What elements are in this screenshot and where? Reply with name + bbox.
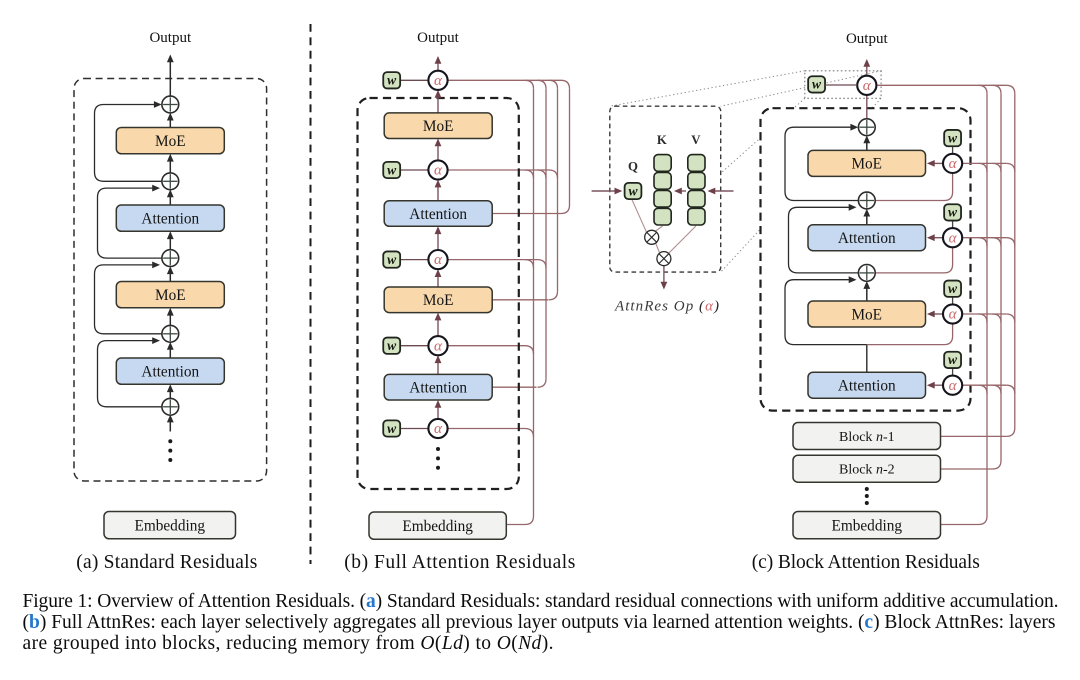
svg-text:α: α — [434, 72, 443, 89]
svg-text:α: α — [434, 162, 443, 179]
svg-text:w: w — [948, 205, 958, 220]
svg-text:MoE: MoE — [423, 118, 454, 135]
svg-text:α: α — [863, 77, 872, 94]
svg-text:Embedding: Embedding — [402, 518, 473, 535]
svg-text:K: K — [657, 133, 667, 147]
svg-text:w: w — [628, 183, 638, 198]
svg-text:Q: Q — [628, 160, 638, 174]
svg-text:Attention: Attention — [838, 377, 896, 394]
svg-text:are grouped into blocks, reduc: are grouped into blocks, reducing memory… — [23, 633, 554, 654]
svg-text:Attention: Attention — [409, 206, 467, 223]
svg-text:α: α — [434, 251, 443, 268]
svg-text:w: w — [948, 130, 958, 145]
svg-text:V: V — [691, 133, 701, 147]
svg-text:(b) Full Attention Residuals: (b) Full Attention Residuals — [344, 552, 575, 573]
svg-text:Output: Output — [149, 30, 192, 46]
svg-text:Output: Output — [846, 31, 889, 47]
svg-text:Attention: Attention — [838, 230, 896, 247]
svg-text:w: w — [812, 77, 822, 92]
svg-text:AttnRes Op (α): AttnRes Op (α) — [614, 299, 719, 315]
svg-text:w: w — [948, 352, 958, 367]
svg-text:α: α — [434, 337, 443, 354]
svg-text:(a) Standard Residuals: (a) Standard Residuals — [76, 552, 257, 573]
svg-text:w: w — [387, 338, 397, 353]
svg-text:MoE: MoE — [851, 306, 882, 323]
svg-text:Attention: Attention — [141, 210, 199, 227]
svg-text:Figure 1: Overview of Attentio: Figure 1: Overview of Attention Residual… — [23, 591, 1059, 612]
svg-text:w: w — [948, 281, 958, 296]
svg-text:Block n-2: Block n-2 — [839, 463, 895, 478]
svg-text:w: w — [387, 162, 397, 177]
svg-text:Embedding: Embedding — [831, 517, 902, 534]
svg-text:Attention: Attention — [141, 363, 199, 380]
svg-text:α: α — [434, 420, 443, 437]
svg-text:MoE: MoE — [155, 287, 186, 304]
svg-text:w: w — [387, 421, 397, 436]
svg-text:α: α — [949, 155, 958, 172]
svg-text:w: w — [387, 252, 397, 267]
svg-text:MoE: MoE — [851, 156, 882, 173]
svg-text:Attention: Attention — [409, 379, 467, 396]
svg-text:Output: Output — [417, 30, 460, 46]
svg-text:(b) Full AttnRes: each layer s: (b) Full AttnRes: each layer selectively… — [23, 612, 1056, 633]
svg-text:w: w — [387, 73, 397, 88]
svg-text:α: α — [949, 377, 958, 394]
svg-text:Embedding: Embedding — [134, 517, 205, 534]
svg-text:Block n-1: Block n-1 — [839, 430, 895, 445]
svg-text:MoE: MoE — [155, 133, 186, 150]
svg-text:α: α — [949, 306, 958, 323]
svg-text:α: α — [949, 229, 958, 246]
svg-text:(c) Block Attention Residuals: (c) Block Attention Residuals — [752, 552, 980, 573]
svg-text:MoE: MoE — [423, 292, 454, 309]
